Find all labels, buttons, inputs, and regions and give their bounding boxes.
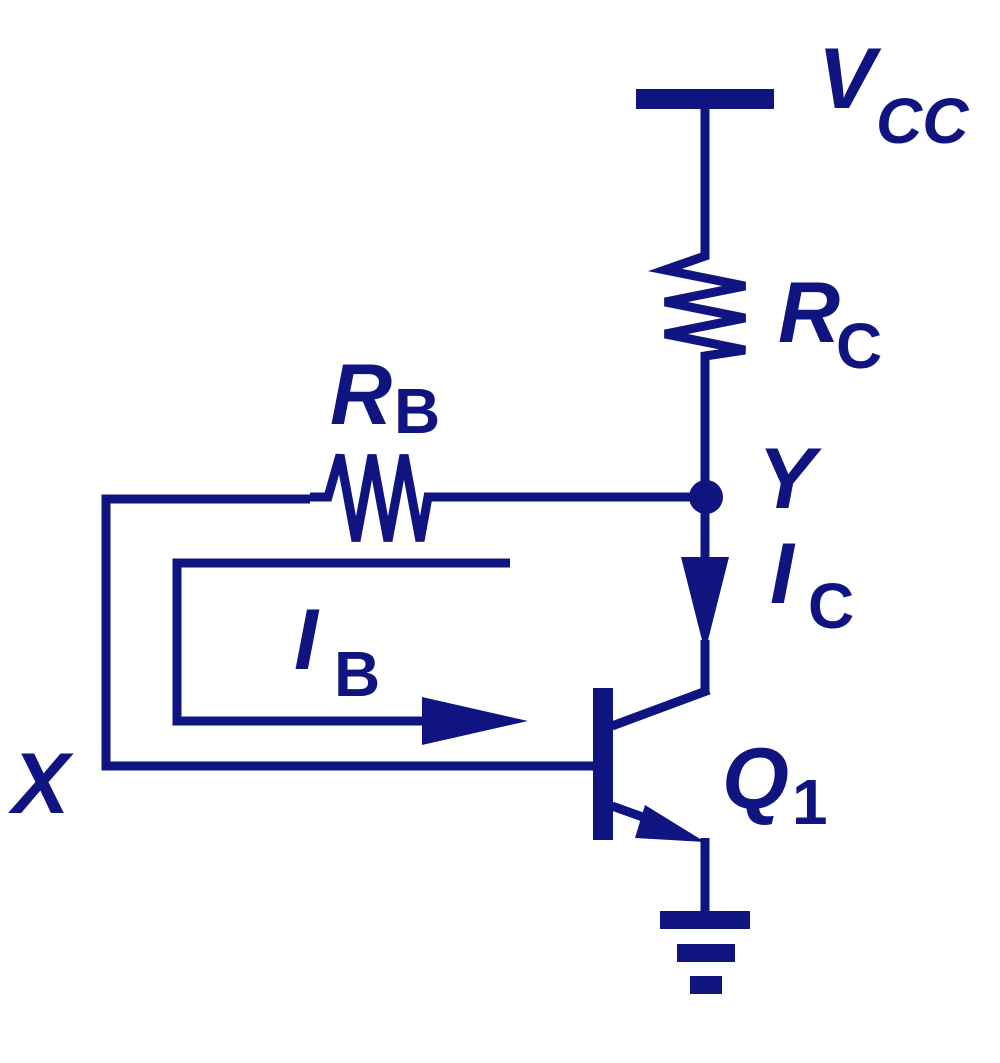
label-node-y: Y — [758, 431, 822, 527]
label-rc: R C — [778, 265, 882, 382]
resistor-rb — [310, 453, 436, 542]
svg-text:V: V — [818, 31, 882, 127]
rb-left-wire — [101, 494, 596, 771]
svg-text:C: C — [808, 570, 854, 642]
label-q1: Q 1 — [722, 731, 828, 838]
svg-text:R: R — [330, 347, 392, 443]
label-ic: I C — [770, 526, 854, 642]
svg-text:B: B — [334, 638, 380, 710]
label-vcc: V CC — [818, 31, 969, 157]
svg-text:1: 1 — [792, 766, 828, 838]
ib-current-path — [172, 558, 510, 726]
resistor-rc — [647, 240, 746, 364]
label-rb: R B — [330, 347, 440, 447]
ib-arrowhead — [422, 697, 528, 745]
label-node-x: X — [8, 736, 74, 832]
svg-text:CC: CC — [876, 85, 969, 157]
svg-text:B: B — [394, 375, 440, 447]
transistor-collector-lead — [610, 685, 711, 731]
emitter-arrowhead — [635, 805, 705, 842]
svg-text:I: I — [294, 592, 320, 688]
label-ib: I B — [294, 592, 380, 710]
svg-text:Q: Q — [722, 731, 789, 827]
svg-text:C: C — [836, 310, 882, 382]
svg-text:I: I — [770, 526, 796, 622]
svg-text:R: R — [778, 265, 840, 361]
ic-arrowhead — [681, 557, 729, 652]
